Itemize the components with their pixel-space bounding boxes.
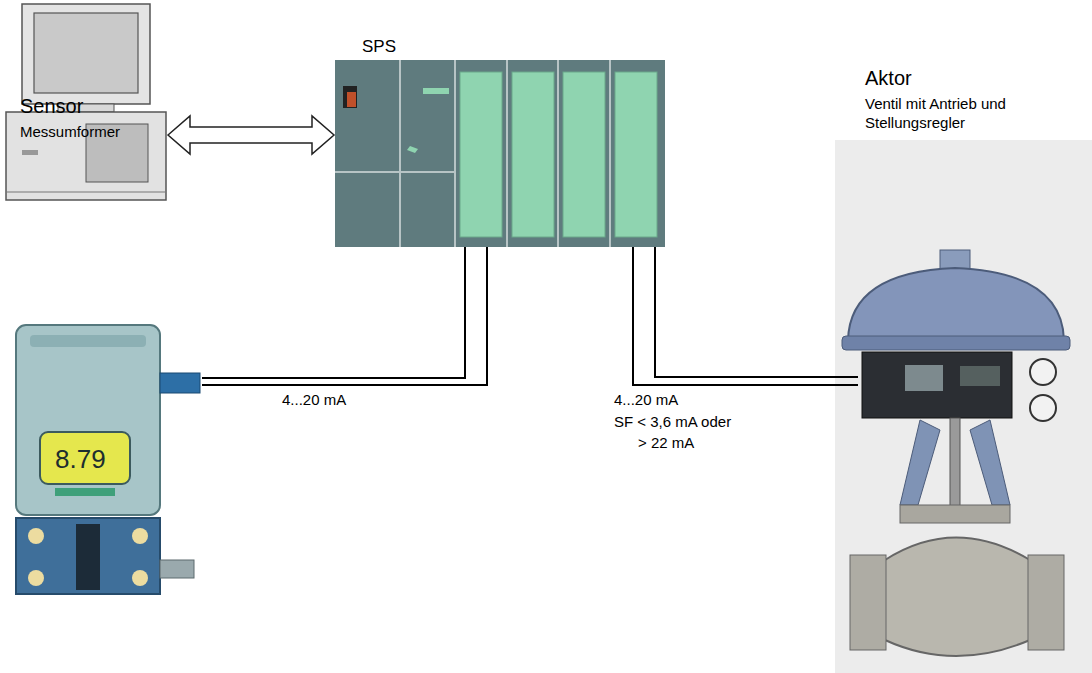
sensor-subtitle: Messumformer xyxy=(20,123,200,142)
actuator-subtitle: Ventil mit Antrieb und Stellungsregler xyxy=(865,95,1080,133)
wire-line xyxy=(655,247,858,377)
wire-line xyxy=(633,247,858,385)
transmitter-sensor: SensorMessumformer xyxy=(12,90,202,595)
sensor-heading: Sensor xyxy=(20,94,200,119)
signal-range-label: 4...20 mA xyxy=(280,391,348,409)
data-link-arrow xyxy=(168,116,334,154)
fault-signal-note: > 22 mA xyxy=(636,434,696,452)
signal-wire xyxy=(202,247,487,385)
valve-illustration xyxy=(835,140,1092,673)
signal-wire xyxy=(633,247,858,385)
fault-signal-note: SF < 3,6 mA oder xyxy=(612,413,733,431)
transmitter-illustration xyxy=(16,325,200,594)
display-value: 8.79 xyxy=(53,444,108,475)
signal-range-label: 4...20 mA xyxy=(612,391,680,409)
actuator-heading: Aktor xyxy=(865,66,1080,91)
wire-line xyxy=(202,247,465,378)
plc-label: SPS xyxy=(362,36,665,57)
wire-line xyxy=(202,247,487,385)
valve-actuator: AktorVentil mit Antrieb und Stellungsreg… xyxy=(858,62,1090,670)
plc-rack xyxy=(335,60,665,247)
plc-rack: SPS xyxy=(335,30,665,247)
